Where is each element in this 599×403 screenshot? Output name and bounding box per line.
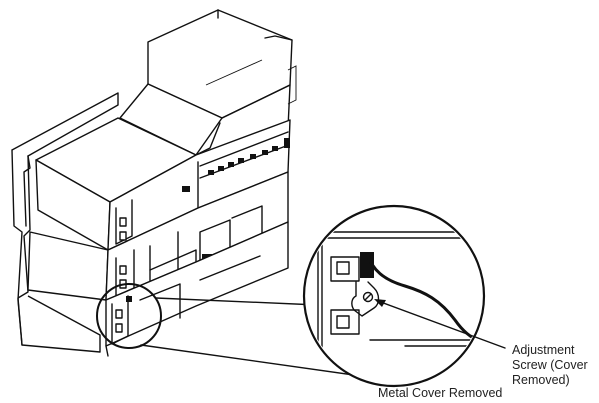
- detail-circle: [302, 204, 486, 388]
- frame-plate: [11, 92, 119, 353]
- adjustment-screw-arrow: [374, 299, 506, 349]
- top-hopper: [119, 9, 297, 156]
- adjustment-screw-label-line3: Removed): [512, 373, 570, 387]
- metal-cover-removed-label: Metal Cover Removed: [378, 386, 503, 400]
- adjustment-screw-label: Adjustment Screw (Cover Removed): [512, 343, 599, 388]
- adjustment-screw-label-line2: Screw (Cover: [512, 358, 588, 372]
- bottom-unit: [105, 221, 289, 357]
- callout-circle-small: [96, 283, 162, 349]
- control-row: [182, 138, 290, 192]
- adjustment-screw-label-line1: Adjustment: [512, 343, 575, 357]
